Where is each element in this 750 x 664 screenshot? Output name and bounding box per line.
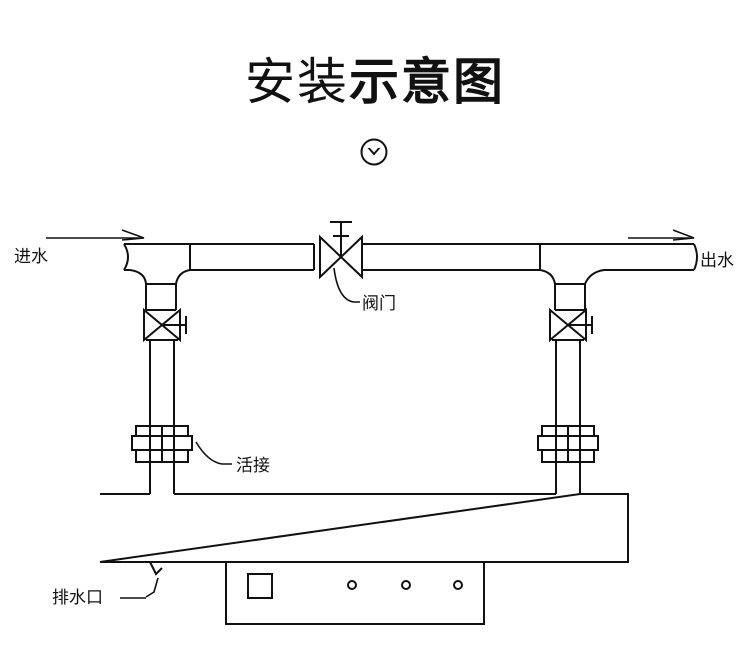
union-label: 活接 bbox=[236, 456, 270, 476]
left-branch-valve bbox=[143, 307, 187, 343]
sterilizer-housing bbox=[99, 493, 629, 563]
valve-label: 阀门 bbox=[362, 294, 396, 314]
indicator-light bbox=[347, 580, 357, 590]
control-display-window bbox=[247, 573, 273, 599]
chevron-down-circle-icon[interactable] bbox=[359, 137, 389, 167]
drain-outlet bbox=[145, 561, 163, 598]
inlet-flow-arrow bbox=[46, 229, 145, 241]
left-riser-pipe bbox=[129, 269, 191, 494]
page-title: 安装示意图 bbox=[0, 52, 750, 112]
drain-label: 排水口 bbox=[52, 588, 103, 608]
right-union-fitting bbox=[537, 425, 599, 463]
control-box bbox=[225, 561, 485, 625]
indicator-light bbox=[401, 580, 411, 590]
left-union-fitting bbox=[131, 425, 193, 463]
indicator-light bbox=[453, 580, 463, 590]
union-leader-line bbox=[195, 441, 232, 465]
title-part-diagram: 示意图 bbox=[349, 53, 505, 111]
outlet-label: 出水 bbox=[700, 251, 734, 271]
right-branch-valve bbox=[549, 307, 593, 343]
valve-leader-line bbox=[333, 267, 360, 303]
title-part-install: 安装 bbox=[245, 53, 349, 111]
inlet-label: 进水 bbox=[14, 247, 48, 267]
right-riser-pipe bbox=[539, 269, 605, 494]
outlet-flow-arrow bbox=[628, 229, 695, 241]
main-gate-valve bbox=[319, 221, 363, 280]
main-pipe bbox=[123, 243, 698, 271]
